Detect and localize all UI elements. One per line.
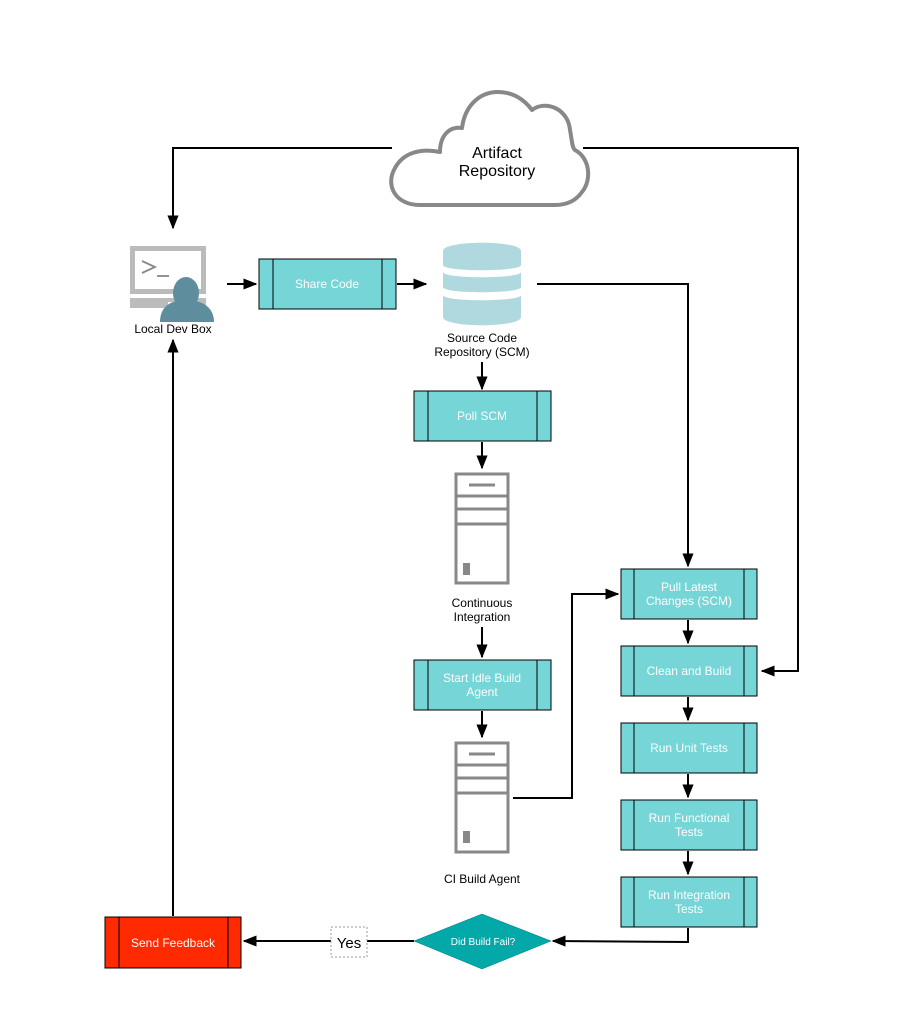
functional-tests-label-2: Tests (675, 825, 703, 839)
yes-label: Yes (337, 935, 361, 952)
integration-tests-label-1: Run Integration (648, 888, 730, 902)
edge-label-yes: Yes (330, 926, 368, 958)
node-local-dev-box[interactable]: Local Dev Box (130, 246, 214, 336)
share-code-label: Share Code (295, 277, 359, 291)
node-ci-build-agent[interactable]: CI Build Agent (444, 741, 521, 886)
edge-artifact-to-devbox[interactable] (167, 147, 392, 230)
process-poll-scm[interactable]: Poll SCM (413, 390, 552, 442)
scm-label-2: Repository (SCM) (434, 345, 529, 359)
process-pull-latest-changes[interactable]: Pull Latest Changes (SCM) (620, 568, 758, 620)
node-artifact-repository[interactable]: Artifact Repository (389, 90, 591, 207)
integration-tests-label-2: Tests (675, 902, 703, 916)
decision-did-build-fail[interactable]: Did Build Fail? (413, 913, 552, 970)
server-icon (454, 472, 510, 585)
terminal-monitor-icon (130, 246, 206, 308)
local-dev-box-label: Local Dev Box (134, 322, 211, 336)
ci-label-2: Integration (454, 610, 511, 624)
clean-build-label: Clean and Build (647, 664, 732, 678)
decision-label: Did Build Fail? (451, 937, 516, 948)
edge-scm-to-pull-latest[interactable] (537, 283, 694, 568)
cloud-icon (389, 90, 591, 207)
ci-agent-label: CI Build Agent (444, 872, 521, 886)
artifact-repo-label-1: Artifact (472, 145, 522, 162)
start-agent-label-2: Agent (466, 685, 498, 699)
process-clean-and-build[interactable]: Clean and Build (620, 645, 758, 697)
edges (167, 147, 799, 947)
node-continuous-integration[interactable]: Continuous Integration (452, 472, 513, 624)
process-share-code[interactable]: Share Code (258, 258, 397, 310)
process-run-functional-tests[interactable]: Run Functional Tests (620, 799, 758, 851)
start-agent-label-1: Start Idle Build (443, 671, 521, 685)
user-icon (160, 277, 214, 322)
node-source-code-repository[interactable]: Source Code Repository (SCM) (434, 242, 530, 359)
process-run-integration-tests[interactable]: Run Integration Tests (620, 876, 758, 928)
edge-ci-agent-to-pull-latest[interactable] (513, 588, 620, 799)
unit-tests-label: Run Unit Tests (650, 741, 728, 755)
edge-integration-to-decision[interactable] (551, 928, 689, 947)
functional-tests-label-1: Run Functional (649, 811, 730, 825)
database-icon (443, 242, 521, 326)
server-icon (454, 741, 510, 854)
poll-scm-label: Poll SCM (457, 409, 507, 423)
artifact-repo-label-2: Repository (459, 163, 535, 180)
send-feedback-label: Send Feedback (131, 936, 216, 950)
pull-latest-label-2: Changes (SCM) (646, 594, 732, 608)
process-send-feedback[interactable]: Send Feedback (104, 916, 242, 969)
edge-artifact-to-clean-build[interactable] (583, 147, 799, 677)
process-start-idle-build-agent[interactable]: Start Idle Build Agent (413, 659, 552, 711)
scm-label-1: Source Code (447, 331, 517, 345)
process-run-unit-tests[interactable]: Run Unit Tests (620, 722, 758, 774)
ci-label-1: Continuous (452, 596, 513, 610)
pull-latest-label-1: Pull Latest (661, 580, 718, 594)
